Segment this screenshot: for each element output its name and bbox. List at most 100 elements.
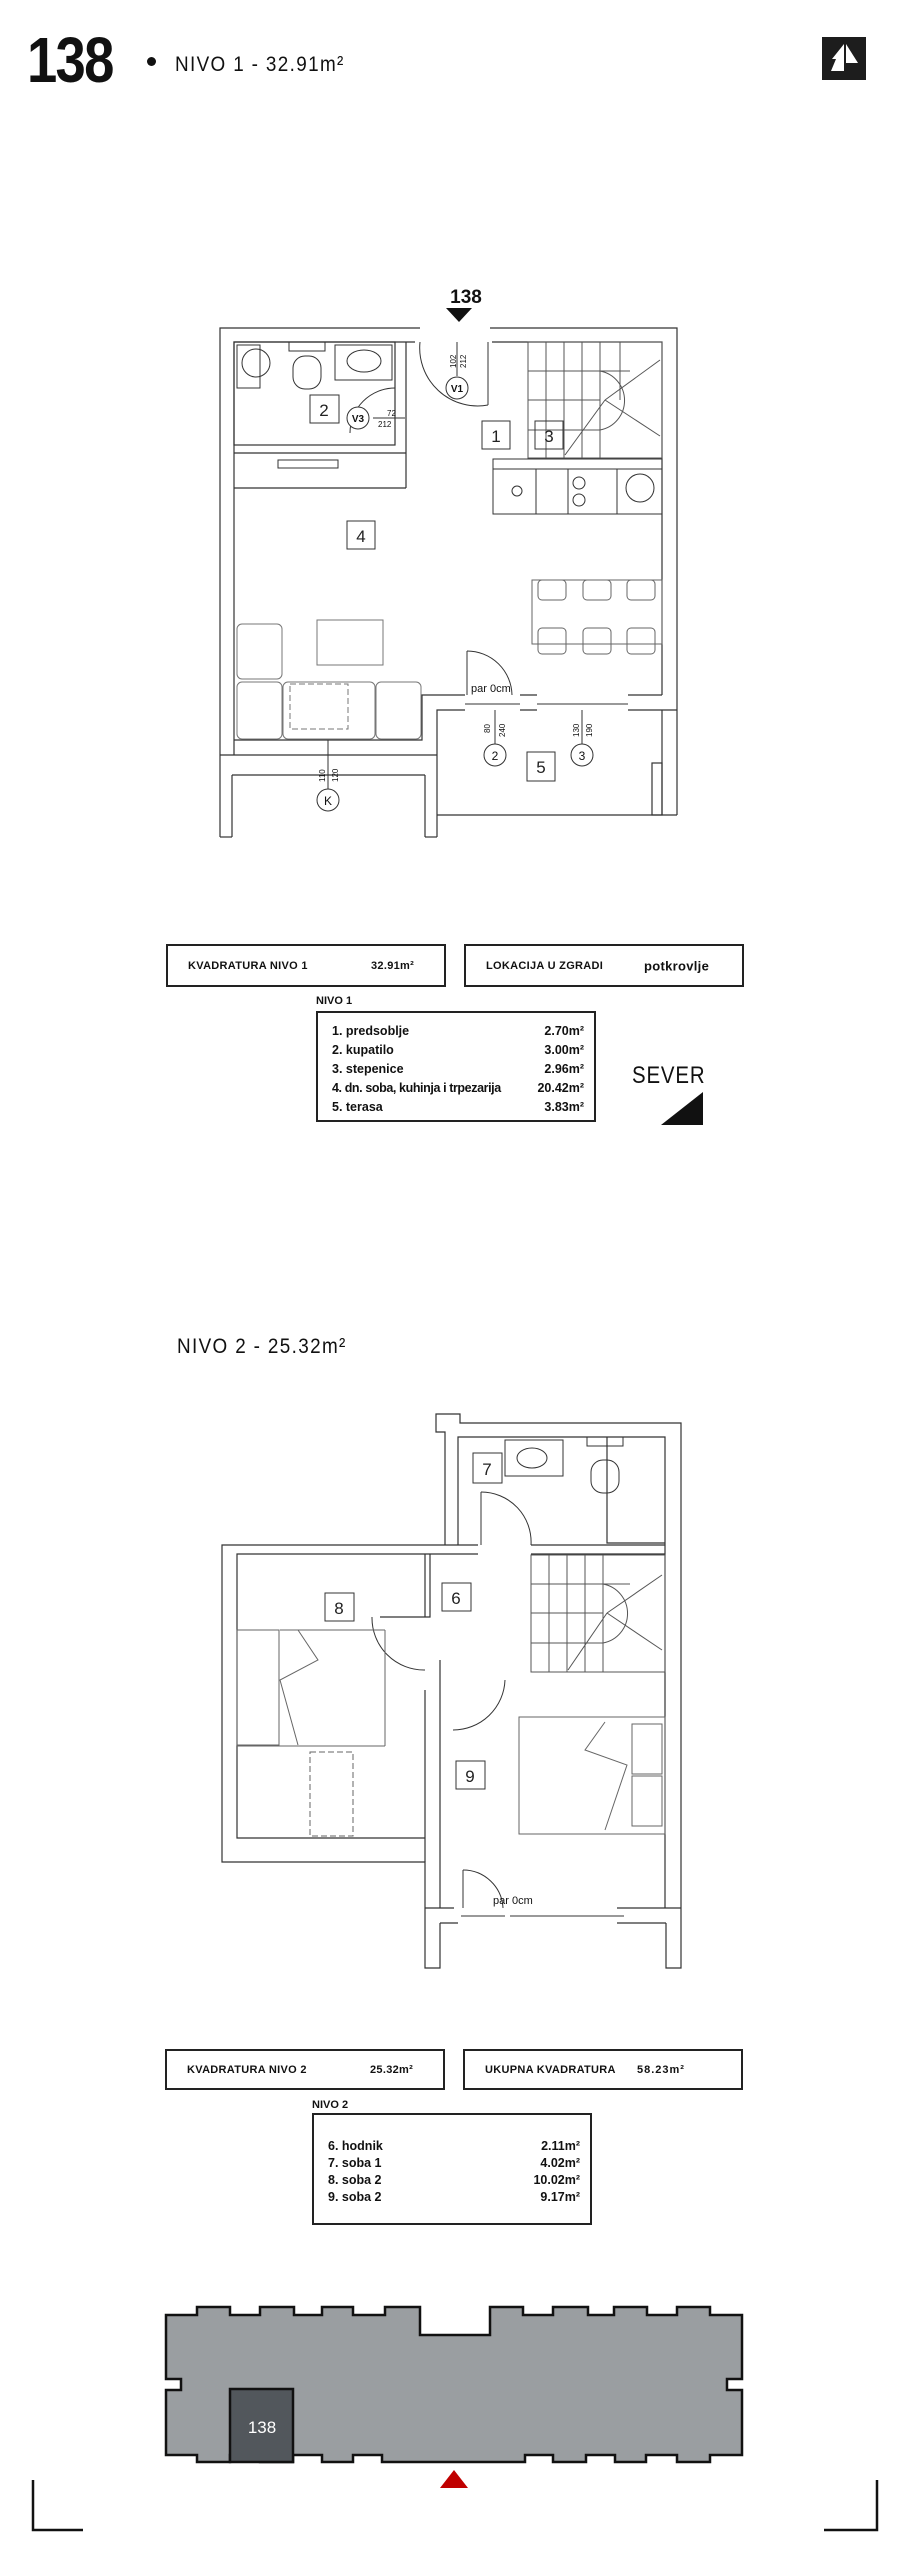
floor-plan-level-2: par 0cm 6 7 8 9 [221,1413,682,1969]
window-k-height: 120 [331,768,340,782]
total-area-label: UKUPNA KVADRATURA [485,2063,616,2076]
room-label-1: 1 [491,427,500,446]
room-area: 2.11m² [541,2139,580,2153]
location-value: potkrovlje [644,958,710,973]
sofa [236,619,422,740]
window-3-width: 130 [572,723,581,737]
location-label: LOKACIJA U ZGRADI [486,959,604,972]
room-name: 1. predsoblje [332,1024,410,1038]
bathroom-fixtures [504,1436,624,1494]
staircase [527,341,663,459]
bed-room-8 [236,1629,386,1837]
kitchen-counter [492,458,663,515]
window-2-height: 240 [498,723,507,737]
unit-138-label: 138 [248,2418,276,2437]
door-v1-width: 102 [449,354,458,368]
table-row: 9. soba 2 9.17m² [328,2190,580,2206]
level-2-area-value: 25.32m² [370,2063,414,2076]
desk [309,1751,354,1837]
room-label-4: 4 [356,527,365,546]
room-labels: 6 7 8 9 [324,1452,503,1790]
north-label: SEVER [632,1062,706,1089]
room-area: 2.96m² [544,1062,584,1076]
entry-door-swing [419,341,489,407]
entrance-arrow-icon [446,308,472,322]
room-9-door-swing [452,1679,506,1731]
floor-plan-level-1: 138 V1 102 212 V3 72 212 [219,287,678,838]
window-k-tag: K [324,794,332,808]
threshold-label: par 0cm [493,1895,533,1907]
room-name: 6. hodnik [328,2139,383,2153]
level-2-area-box: KVADRATURA NIVO 2 25.32m² [165,2049,445,2090]
room-area: 20.42m² [537,1081,584,1095]
room-label-5: 5 [536,758,545,777]
level-1-area-value: 32.91m² [371,959,415,972]
room-label-2: 2 [319,401,328,420]
room-labels: 1 2 3 4 5 [309,394,564,782]
room-name: 2. kupatilo [332,1043,394,1057]
bullet-separator [147,57,156,66]
room-label-7: 7 [482,1460,491,1479]
corner-mark-left [31,2480,83,2532]
entrance-marker-icon [440,2470,468,2488]
door-v3-width: 72 [387,409,396,418]
level-2-title: NIVO 2 - 25.32m² [177,1335,347,1358]
window-3-tag: 3 [579,749,586,763]
total-area-box: UKUPNA KVADRATURA 58.23m² [463,2049,743,2090]
room-area: 4.02m² [540,2156,580,2170]
building-key-plan: 138 [31,2305,879,2532]
bed-room-9 [518,1716,666,1835]
room-area: 9.17m² [540,2190,580,2204]
level-1-area-label: KVADRATURA NIVO 1 [188,959,308,972]
room-8-door-swing [371,1616,426,1671]
bath-door-swing [480,1491,532,1546]
staircase [530,1554,666,1673]
room-name: 9. soba 2 [328,2190,382,2204]
table-row: 5. terasa 3.83m² [332,1100,584,1116]
room-area: 3.00m² [544,1043,584,1057]
location-box: LOKACIJA U ZGRADI potkrovlje [464,944,744,987]
room-area: 10.02m² [533,2173,580,2187]
room-name: 5. terasa [332,1100,383,1114]
room-name: 3. stepenice [332,1062,404,1076]
room-label-6: 6 [451,1589,460,1608]
bathroom-fixtures [236,341,393,390]
level-2-area-label: KVADRATURA NIVO 2 [187,2063,307,2076]
unit-138-highlight[interactable] [228,2387,295,2464]
level-1-table-title: NIVO 1 [316,995,353,1007]
room-label-3: 3 [544,427,553,446]
building-logo-icon [822,37,866,80]
level-1-area-box: KVADRATURA NIVO 1 32.91m² [166,944,446,987]
north-arrow-icon [661,1092,703,1125]
door-v1-tag: V1 [451,384,464,395]
table-row: 6. hodnik 2.11m² [328,2139,580,2155]
coffee-table [316,619,384,666]
threshold-label: par 0cm [471,683,511,695]
level-1-title: NIVO 1 - 32.91m² [175,53,345,76]
corner-mark-right [824,2480,879,2532]
level-2-table-title: NIVO 2 [312,2099,349,2111]
window-2-width: 80 [483,724,492,733]
door-v3-tag: V3 [352,414,365,425]
tv-unit [277,459,339,469]
table-row: 3. stepenice 2.96m² [332,1062,584,1078]
walls [221,1413,682,1969]
dining-table [531,579,663,655]
room-area: 3.83m² [544,1100,584,1114]
room-label-8: 8 [334,1599,343,1618]
unit-number: 138 [27,24,114,96]
total-area-value: 58.23m² [637,2063,685,2076]
door-v3-height: 212 [378,420,392,429]
walls [219,327,678,838]
door-v1-height: 212 [459,354,468,368]
room-label-9: 9 [465,1767,474,1786]
table-row: 4. dn. soba, kuhinja i trpezarija 20.42m² [332,1081,584,1097]
window-2-tag: 2 [492,749,499,763]
window-3-height: 190 [585,723,594,737]
room-name: 4. dn. soba, kuhinja i trpezarija [332,1081,501,1095]
